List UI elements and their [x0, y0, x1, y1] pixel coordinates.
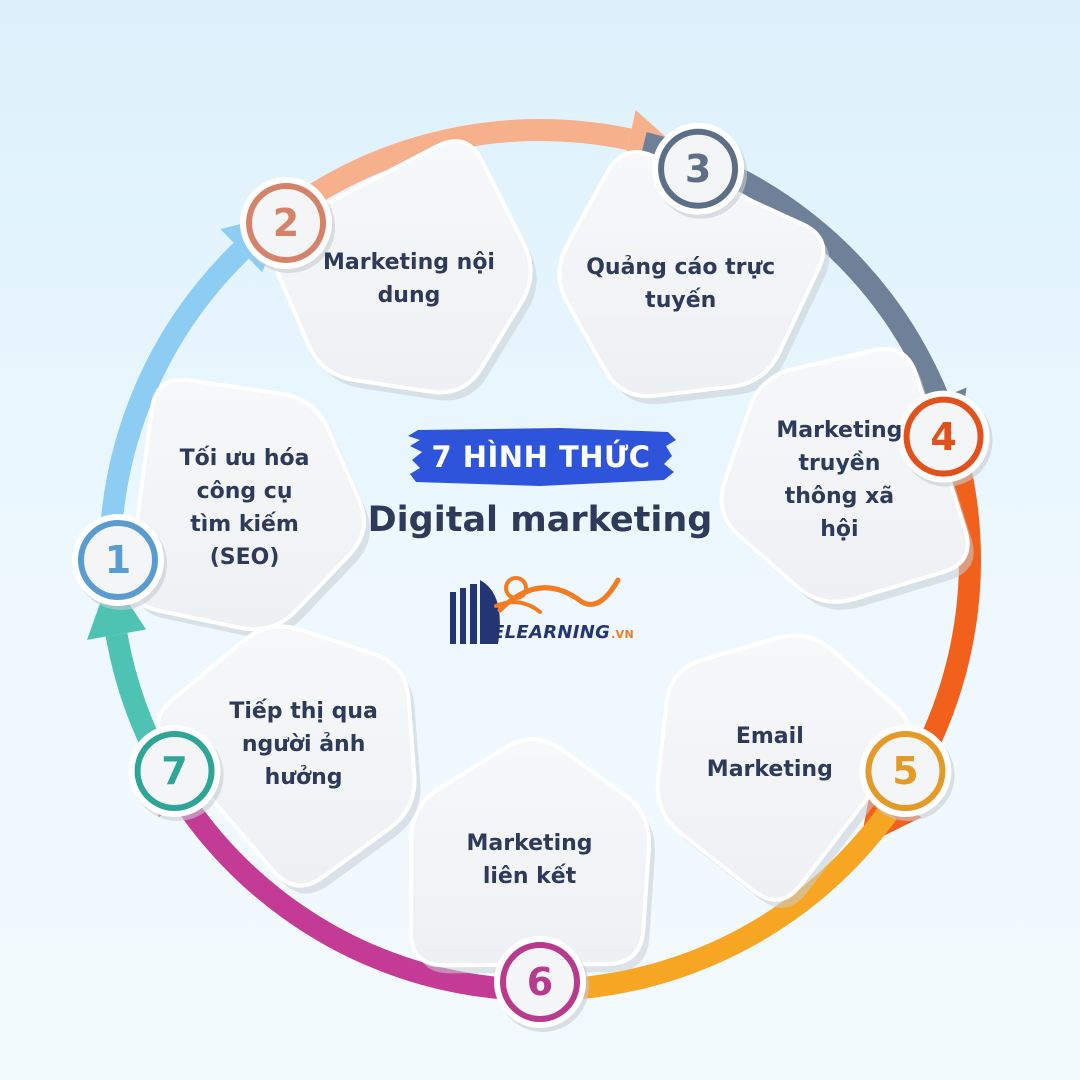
step-number: 5	[892, 749, 919, 793]
step-label: Marketing truyền thông xã hội	[744, 414, 934, 546]
step-label-line: thông xã	[784, 483, 895, 509]
step-label-line: Marketing nội	[322, 250, 495, 276]
step-label-line: người ảnh	[241, 732, 366, 758]
step-label-line: liên kết	[482, 863, 577, 889]
step-label-line: hội	[820, 516, 859, 542]
step-number: 1	[104, 538, 132, 582]
step-number: 3	[684, 146, 712, 191]
step-label-line: tìm kiếm	[190, 511, 299, 537]
step-label-line: Marketing	[776, 417, 903, 443]
ring-segment	[174, 794, 526, 1001]
step-number: 4	[930, 414, 957, 459]
step-card	[557, 150, 826, 399]
step-label-line: Tiếp thị qua	[229, 699, 378, 725]
step-number-badge	[72, 514, 167, 610]
step-label: Tối ưu hóa công cụ tìm kiếm (SEO)	[150, 442, 340, 574]
step-label-line: công cụ	[196, 478, 293, 504]
step-label-line: Marketing	[706, 756, 833, 782]
step-label-line: (SEO)	[209, 544, 280, 570]
step-label-line: hưởng	[264, 765, 343, 791]
step-label: Tiếp thị qua người ảnh hưởng	[209, 695, 399, 794]
step-label-line: Quảng cáo trực	[586, 254, 776, 280]
step-number-badge	[494, 936, 589, 1032]
step-label-line: tuyến	[645, 287, 717, 313]
step-number: 6	[526, 960, 554, 1004]
step-number: 2	[272, 200, 300, 245]
step-label-line: Tối ưu hóa	[179, 445, 310, 471]
step-card	[408, 737, 652, 968]
step-number-badge	[240, 176, 336, 273]
step-number-badge	[652, 122, 748, 219]
step-number-badge	[897, 390, 993, 487]
step-label-line: Email	[735, 723, 804, 749]
step-number-badge	[128, 725, 224, 821]
step-number: 7	[161, 749, 188, 793]
step-label-line: Marketing	[466, 830, 593, 856]
step-label: Quảng cáo trực tuyến	[586, 251, 776, 317]
step-label-line: dung	[377, 283, 441, 309]
step-label-line: truyền	[798, 450, 881, 476]
step-label: Marketing nội dung	[314, 246, 504, 312]
step-card	[156, 624, 417, 888]
step-label: Marketing liên kết	[435, 827, 625, 893]
step-number-badge	[859, 725, 955, 821]
